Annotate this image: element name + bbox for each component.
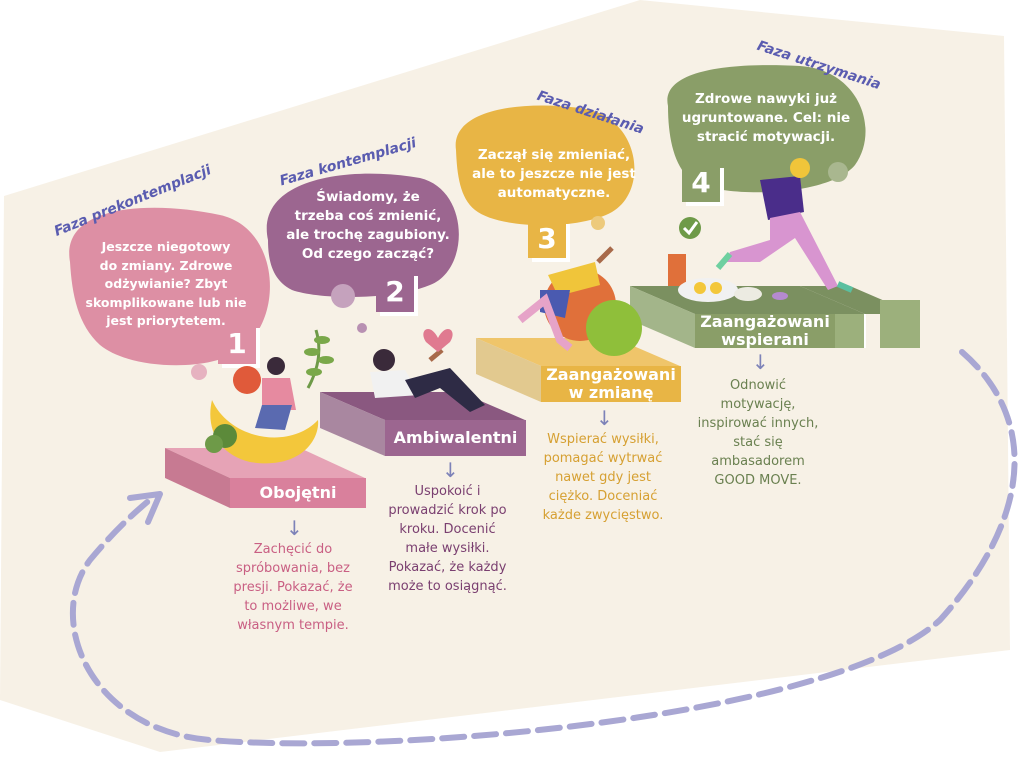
- stage-1-illustration: [205, 329, 334, 464]
- stage-number-2: 2: [385, 275, 405, 308]
- bubble-text-4: Zdrowe nawyki już ugruntowane. Cel: nie …: [681, 91, 851, 145]
- description-3: Wspierać wysiłki, pomagać wytrwać nawet …: [542, 432, 664, 523]
- bubble-stage-2: [266, 173, 459, 333]
- description-4: Odnowić motywację, inspirować innych, st…: [697, 378, 819, 488]
- stage-3-illustration: [517, 246, 642, 356]
- stage-2-illustration: [370, 329, 485, 412]
- down-arrow-icon: ↓: [286, 516, 303, 540]
- stage-number-1: 1: [227, 327, 247, 360]
- step-label-1: Obojętni: [259, 483, 337, 502]
- cycle-arrow-icon: [70, 349, 1018, 747]
- checkmark-icon: [679, 217, 701, 239]
- heart-icon: [423, 329, 453, 352]
- step-label-4: Zaangażowani wspierani: [700, 312, 830, 349]
- stage-number-4: 4: [691, 166, 711, 199]
- description-1: Zachęcić do spróbowania, bez presji. Pok…: [233, 542, 353, 633]
- bubble-text-3: Zaczął się zmieniać, ale to jeszcze nie …: [472, 147, 636, 201]
- bubble-text-1: Jeszcze niegotowy do zmiany. Zdrowe odży…: [85, 239, 247, 328]
- step-label-2: Ambiwalentni: [393, 428, 518, 447]
- bubble-stage-4: [667, 65, 866, 193]
- bubble-stage-3: [455, 105, 635, 230]
- down-arrow-icon: ↓: [442, 458, 459, 482]
- down-arrow-icon: ↓: [752, 350, 769, 374]
- down-arrow-icon: ↓: [596, 406, 613, 430]
- stage-number-3: 3: [537, 222, 557, 255]
- description-2: Uspokoić i prowadzić krok po kroku. Doce…: [388, 484, 507, 594]
- bubble-text-2: Świadomy, że trzeba coś zmienić, ale tro…: [286, 189, 450, 262]
- step-label-3: Zaangażowani w zmianę: [546, 365, 676, 402]
- stage-4-illustration: [668, 158, 854, 302]
